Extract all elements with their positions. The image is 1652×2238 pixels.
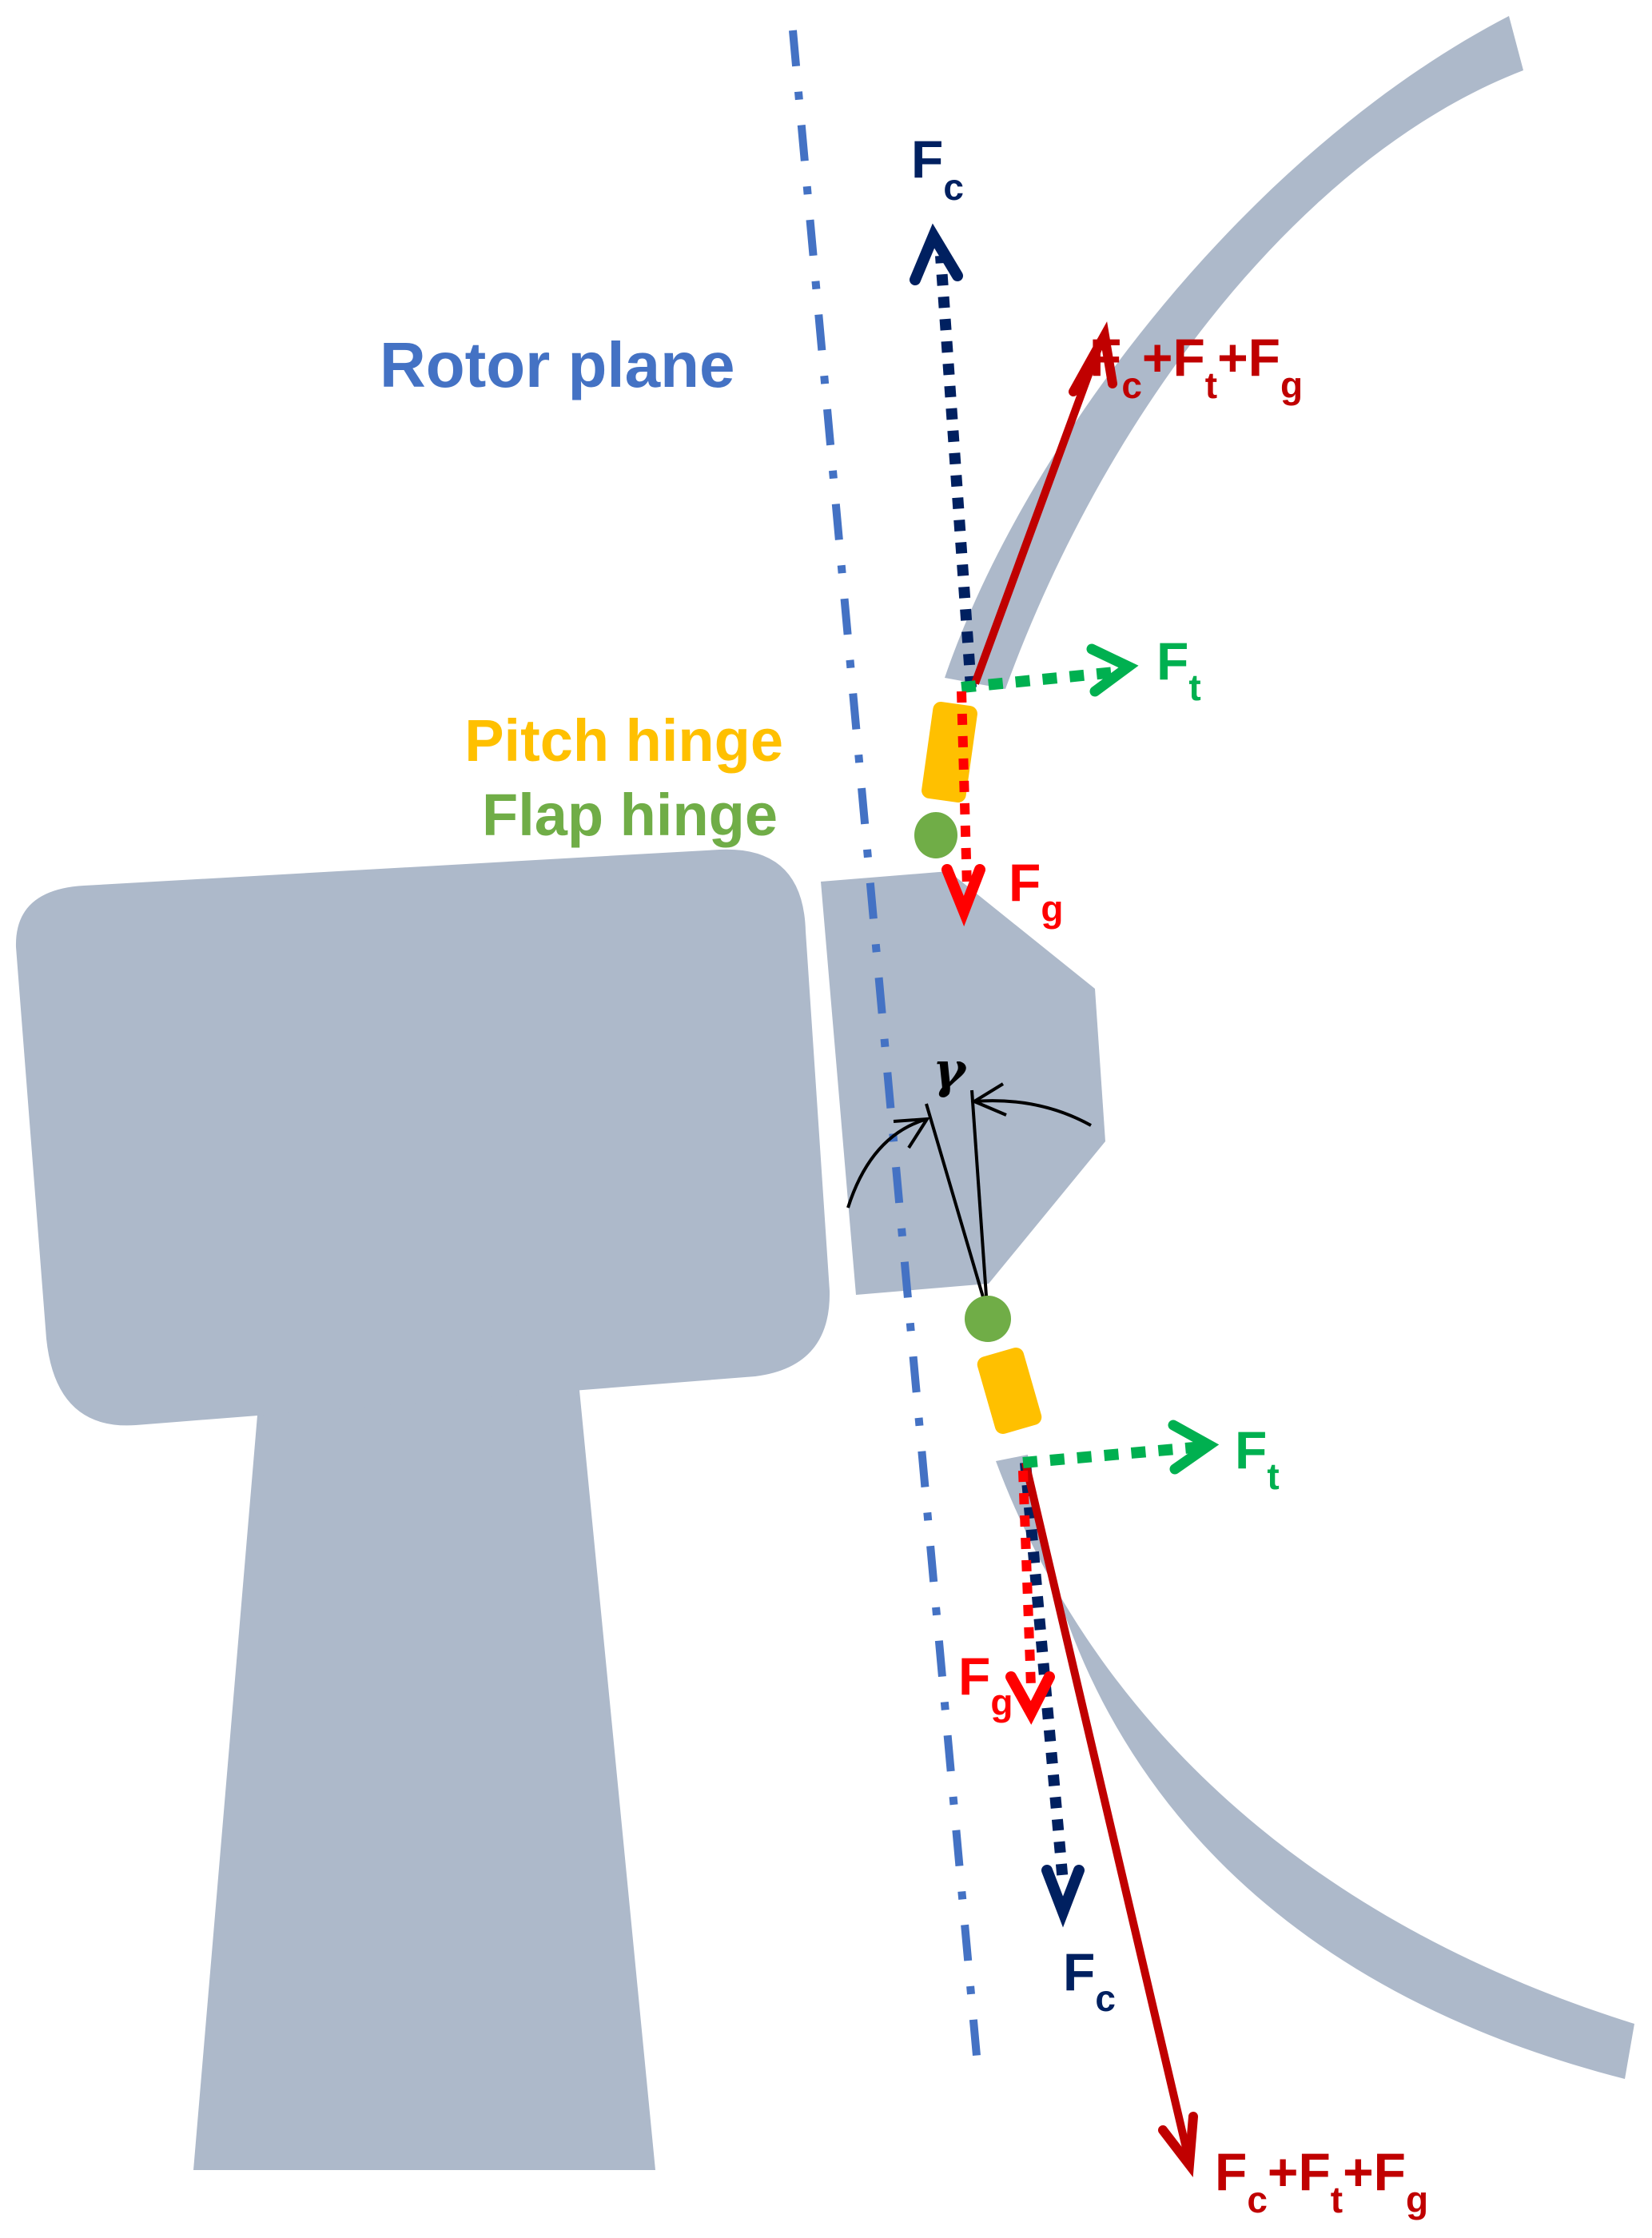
thrust-force-top-label: Ft [1156, 631, 1201, 708]
rotor-plane-label: Rotor plane [380, 329, 734, 400]
angle-line-left [925, 1103, 991, 1320]
resultant-force-bottom-arrowhead [1158, 2112, 1198, 2177]
lower-blade [996, 1455, 1634, 2079]
centrifugal-force-bottom-arrowhead [1041, 1865, 1085, 1928]
nacelle [15, 849, 830, 1426]
angle-line-right [970, 1089, 989, 1320]
tower-body [193, 1349, 655, 2170]
structures [15, 16, 1634, 2170]
gravity-force-bottom-label: Fg [958, 1647, 1013, 1723]
resultant-force-top-line [971, 338, 1105, 685]
angle-arc-left-arrow [846, 1117, 928, 1209]
angle-arc-left-head [893, 1117, 930, 1149]
gravity-force-top-arrowhead [941, 864, 985, 927]
resultant-force-top-label: Fc+Ft+Fg [1089, 328, 1303, 406]
pitch-hinge-bottom [977, 1348, 1042, 1434]
gravity-force-bottom-line [1018, 1470, 1036, 1687]
rotor-plane-line [789, 30, 981, 2057]
angle-arc-right-arrow [973, 1099, 1092, 1127]
gravity-force-top-label: Fg [1009, 853, 1063, 930]
thrust-force-top-arrowhead [1086, 643, 1139, 697]
resultant-force-bottom-label: Fc+Ft+Fg [1215, 2142, 1428, 2220]
pitch-hinge-top [922, 701, 977, 803]
pitch-hinge-label: Pitch hinge [464, 707, 783, 774]
gamma-angle [846, 1082, 1092, 1320]
centrifugal-force-bottom-label: Fc [1063, 1942, 1116, 2019]
resultant-force-top-arrowhead [1069, 321, 1117, 396]
flap-hinge-bottom [965, 1296, 1011, 1342]
resultant-force-bottom-line [1021, 1461, 1192, 2160]
centrifugal-force-top-line [935, 255, 977, 688]
centrifugal-force-top-arrowhead [910, 223, 963, 285]
centrifugal-force-top-label: Fc [911, 129, 964, 208]
thrust-force-bottom-label: Ft [1235, 1420, 1280, 1497]
thrust-force-bottom-line [1022, 1441, 1204, 1468]
flap-hinge-top [914, 812, 957, 858]
hub [821, 871, 1105, 1295]
gamma-label: γ [933, 1041, 968, 1099]
gravity-force-bottom-arrowhead [1005, 1671, 1055, 1725]
angle-arc-right-head [970, 1082, 1007, 1117]
thrust-force-bottom-arrowhead [1168, 1420, 1220, 1475]
gravity-force-top-line [957, 691, 972, 888]
upper-blade [945, 16, 1523, 689]
centrifugal-force-bottom-line [1020, 1462, 1069, 1883]
flap-hinge-label: Flap hinge [482, 782, 778, 848]
